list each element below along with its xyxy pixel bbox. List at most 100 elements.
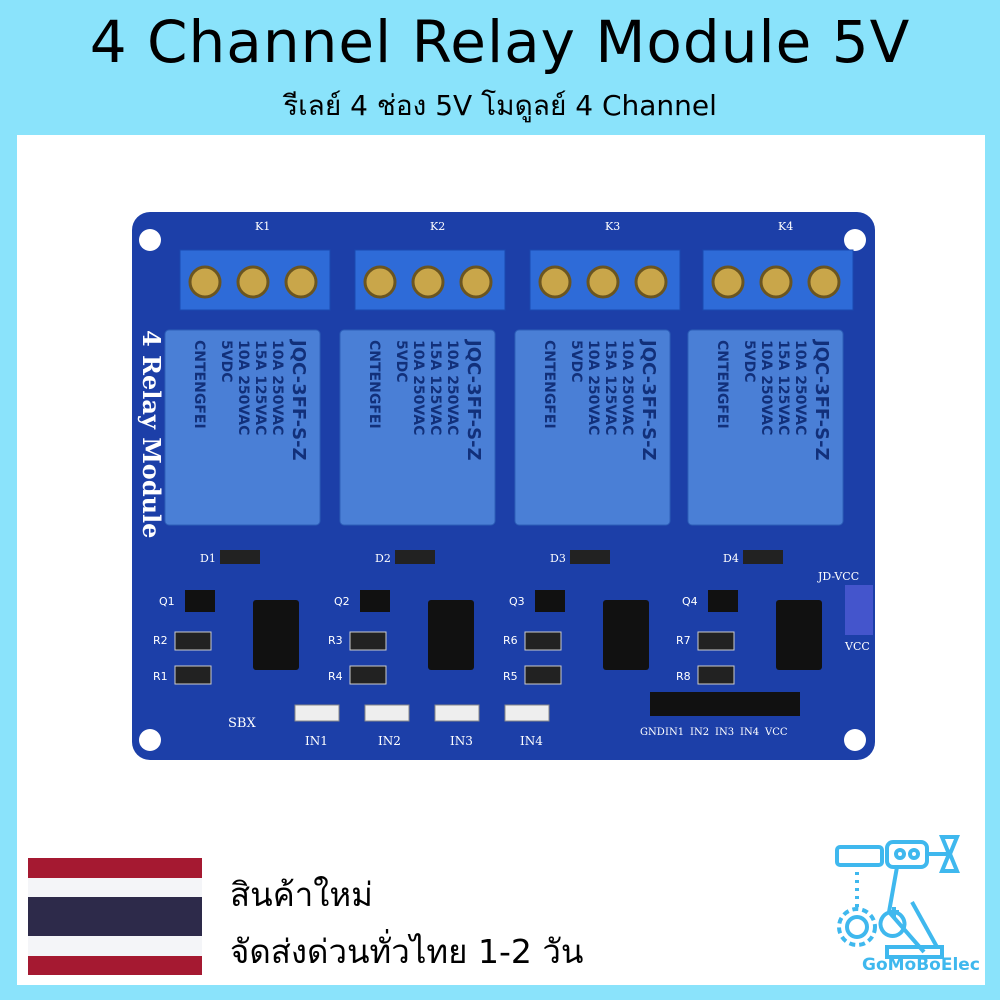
resistor: [697, 665, 735, 685]
resistor-label: R3: [328, 634, 343, 647]
optocoupler: [428, 600, 474, 670]
transistor-label: Q4: [682, 595, 698, 608]
pin-label: IN4: [740, 727, 759, 738]
pin-label: IN3: [715, 727, 734, 738]
resistor-label: R4: [328, 670, 343, 683]
thai-flag: [28, 858, 202, 975]
diode-label: D3: [550, 552, 566, 565]
optocoupler: [253, 600, 299, 670]
diode: [570, 550, 610, 564]
resistor-label: R7: [676, 634, 691, 647]
new-product-text: สินค้าใหม่: [230, 875, 373, 914]
relay: [164, 329, 321, 526]
terminal-screw: [363, 265, 397, 299]
mounting-hole: [139, 229, 161, 251]
relay-model: JQC-3FF-S-Z: [638, 338, 659, 461]
resistor-label: R1: [153, 670, 168, 683]
diode-label: D2: [375, 552, 391, 565]
resistor-label: R5: [503, 670, 518, 683]
flag-stripe: [28, 955, 202, 975]
resistor-label: R6: [503, 634, 518, 647]
led: [364, 704, 410, 722]
transistor-label: Q2: [334, 595, 350, 608]
flag-stripe: [28, 897, 202, 936]
terminal-screw: [586, 265, 620, 299]
terminal-screw: [411, 265, 445, 299]
diode-label: D1: [200, 552, 216, 565]
pin-label: VCC: [764, 727, 788, 738]
resistor: [174, 631, 212, 651]
terminal-screw: [538, 265, 572, 299]
relay-label: K2: [430, 220, 445, 233]
transistor: [185, 590, 215, 612]
optocoupler: [603, 600, 649, 670]
resistor: [349, 665, 387, 685]
logo-text: GoMoBoElec: [862, 955, 980, 975]
terminal-screw: [711, 265, 745, 299]
flag-stripe: [28, 936, 202, 956]
terminal-screw: [634, 265, 668, 299]
terminal-screw: [284, 265, 318, 299]
transistor-label: Q1: [159, 595, 175, 608]
relay-model: JQC-3FF-S-Z: [288, 338, 309, 461]
shipping-text: จัดส่งด่วนทั่วไทย 1-2 วัน: [230, 932, 584, 971]
relay: [687, 329, 844, 526]
page-subtitle: รีเลย์ 4 ช่อง 5V โมดูลย์ 4 Channel: [283, 89, 717, 122]
jumper: [845, 585, 873, 635]
led: [434, 704, 480, 722]
resistor-label: R8: [676, 670, 691, 683]
input-label: IN2: [378, 734, 401, 748]
input-label: IN4: [520, 734, 543, 748]
mounting-hole: [844, 229, 866, 251]
page-title: 4 Channel Relay Module 5V: [89, 8, 911, 76]
flag-stripe: [28, 877, 202, 897]
pin-label: GND: [640, 727, 665, 738]
relay-label: K1: [255, 220, 270, 233]
resistor: [174, 665, 212, 685]
resistor: [524, 631, 562, 651]
jumper-label: JD-VCC: [817, 570, 859, 583]
input-label: IN1: [305, 734, 328, 748]
optocoupler: [776, 600, 822, 670]
resistor: [524, 665, 562, 685]
terminal-screw: [807, 265, 841, 299]
relay-label: K4: [778, 220, 793, 233]
relay-model: JQC-3FF-S-Z: [463, 338, 484, 461]
flag-stripe: [28, 858, 202, 878]
resistor: [697, 631, 735, 651]
led: [504, 704, 550, 722]
input-label: IN3: [450, 734, 473, 748]
terminal-screw: [188, 265, 222, 299]
jumper-label: VCC: [844, 640, 870, 653]
diode: [395, 550, 435, 564]
led: [294, 704, 340, 722]
terminal-screw: [236, 265, 270, 299]
mounting-hole: [139, 729, 161, 751]
transistor: [708, 590, 738, 612]
terminal-screw: [759, 265, 793, 299]
diode: [743, 550, 783, 564]
transistor: [360, 590, 390, 612]
relay: [339, 329, 496, 526]
terminal-screw: [459, 265, 493, 299]
resistor: [349, 631, 387, 651]
pin-header: [650, 692, 800, 716]
transistor-label: Q3: [509, 595, 525, 608]
relay-label: K3: [605, 220, 620, 233]
sbx-label: SBX: [228, 716, 256, 731]
transistor: [535, 590, 565, 612]
relay-model: JQC-3FF-S-Z: [811, 338, 832, 461]
board-side-label: 4 Relay Module: [137, 330, 166, 538]
mounting-hole: [844, 729, 866, 751]
resistor-label: R2: [153, 634, 168, 647]
diode: [220, 550, 260, 564]
robot-arm-logo-icon: [835, 835, 960, 959]
pin-label: IN2: [690, 727, 709, 738]
diode-label: D4: [723, 552, 739, 565]
relay: [514, 329, 671, 526]
